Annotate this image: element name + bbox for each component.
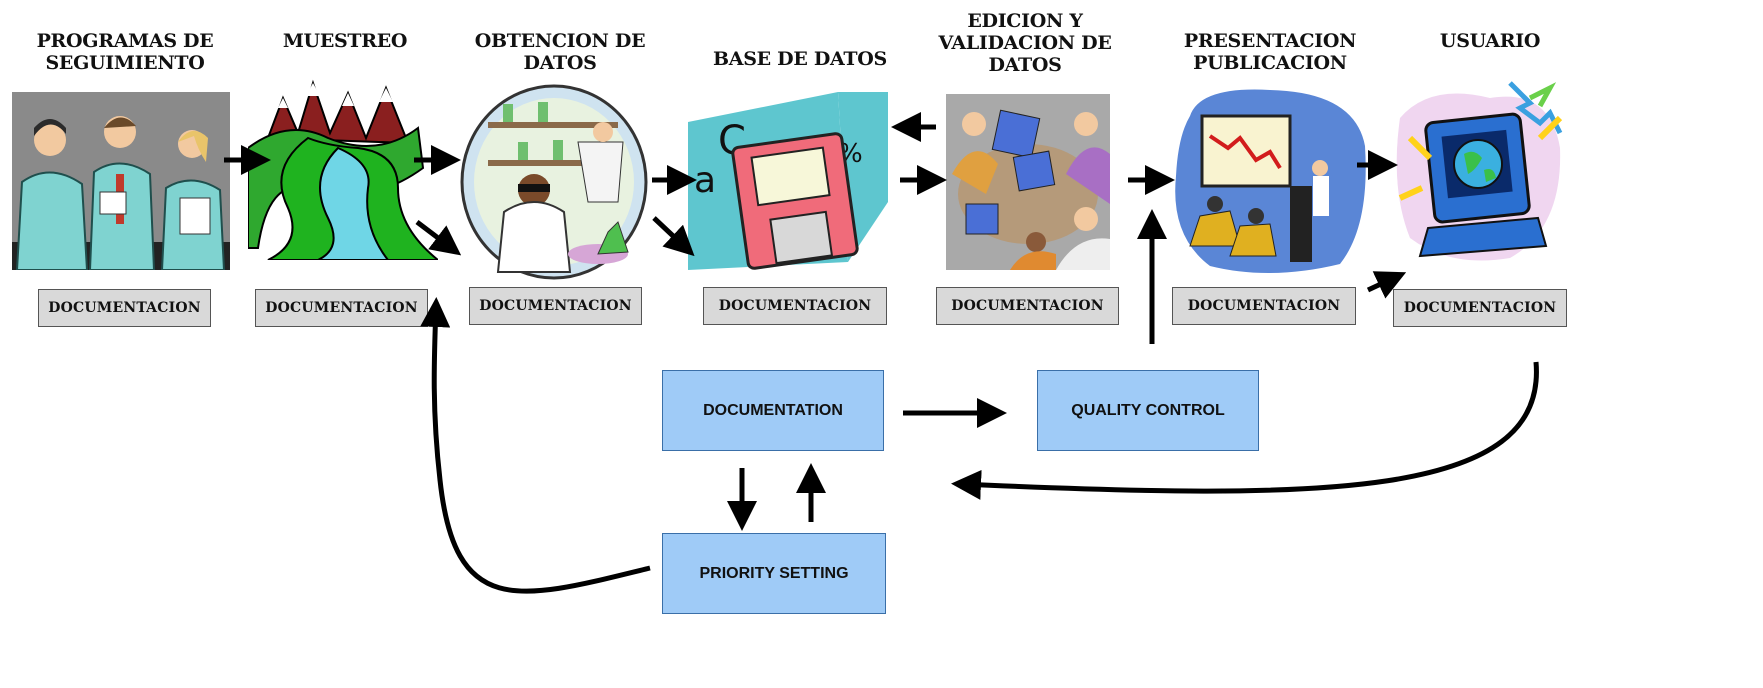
title-edicion: EDICION Y VALIDACION DE DATOS — [938, 10, 1112, 76]
title-presentacion: PRESENTACION PUBLICACION — [1183, 30, 1357, 74]
computer-globe-icon — [1396, 81, 1563, 261]
doc-label-programas: DOCUMENTACION — [38, 289, 211, 327]
doc-label-base: DOCUMENTACION — [703, 287, 887, 325]
doc-label-obtencion: DOCUMENTACION — [469, 287, 642, 325]
priority-setting-box: PRIORITY SETTING — [662, 533, 886, 614]
doc-label-muestreo: DOCUMENTACION — [255, 289, 428, 327]
meeting-icon — [946, 94, 1110, 270]
doc-label-usuario: DOCUMENTACION — [1393, 289, 1567, 327]
title-base: BASE DE DATOS — [713, 48, 887, 70]
presentation-icon — [1175, 89, 1366, 274]
arrow-presentacion-doc-to-usuario — [1366, 271, 1407, 299]
quality-control-box: QUALITY CONTROL — [1037, 370, 1259, 451]
title-muestreo: MUESTREO — [282, 30, 408, 52]
floppy-disk-icon: C a % — [688, 92, 888, 270]
arrow-obtencion-to-base-diagonal — [652, 216, 695, 257]
svg-text:a: a — [694, 160, 716, 201]
scientists-icon — [12, 92, 230, 270]
river-mountains-icon — [248, 79, 438, 260]
arrow-muestreo-to-obtencion-diagonal — [415, 220, 462, 256]
title-programas: PROGRAMAS DE SEGUIMIENTO — [36, 30, 214, 74]
title-obtencion: OBTENCION DE DATOS — [474, 30, 646, 74]
doc-label-presentacion: DOCUMENTACION — [1172, 287, 1356, 325]
title-usuario: USUARIO — [1439, 30, 1541, 52]
doc-label-edicion: DOCUMENTACION — [936, 287, 1119, 325]
documentation-box: DOCUMENTATION — [662, 370, 884, 451]
arrow-priority-setting-to-muestreo — [420, 297, 651, 594]
laboratory-icon — [460, 84, 648, 280]
arrow-usuario-feedback — [951, 361, 1539, 500]
